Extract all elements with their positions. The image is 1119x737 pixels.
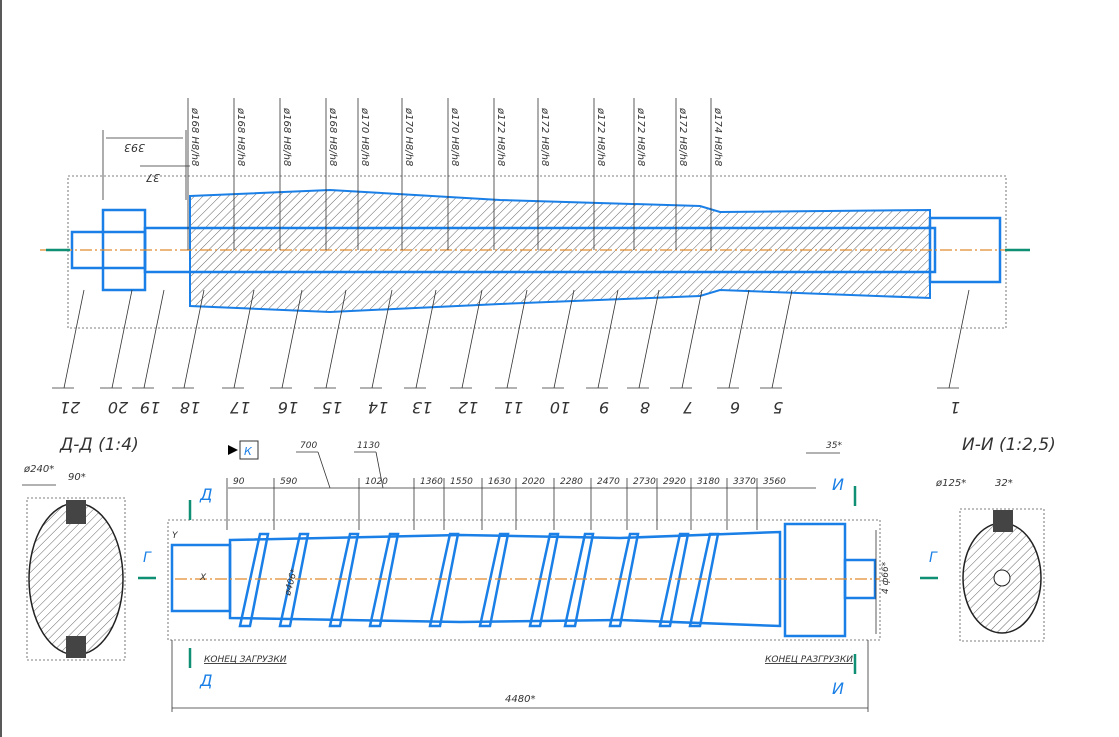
section-i-title: И-И (1:2,5): [962, 435, 1056, 455]
diameter-callout: ø168 H8/h8: [327, 107, 338, 166]
part-number: 15: [322, 398, 342, 417]
diameter-callout: ø168 H8/h8: [189, 107, 200, 166]
section-i-diameter: ø125*: [935, 478, 966, 489]
dimension-chain: 90 590 1020 1360 1550 1630 2020 2280 2470 2730 292…: [226, 477, 786, 530]
view-k-letter: К: [244, 445, 253, 458]
chain-dimension: 2920: [663, 477, 686, 487]
section-d-title: Д-Д (1:4): [59, 435, 139, 455]
axis-x-label: X: [199, 573, 207, 583]
screw-flight: [428, 532, 460, 628]
screw-flight: [368, 532, 400, 628]
section-g-marker-right: Г: [929, 550, 938, 566]
part-number: 11: [503, 398, 523, 417]
dim-1130: 1130: [357, 441, 380, 451]
dim-37: 37: [146, 171, 160, 184]
diameter-callout: ø168 H8/h8: [281, 107, 292, 166]
chain-dimension: 2280: [560, 477, 583, 487]
chain-dimension: 590: [280, 477, 297, 487]
part-number: 6: [730, 398, 740, 417]
part-number: 13: [412, 398, 432, 417]
chain-dimension: 1630: [488, 477, 511, 487]
part-number: 7: [682, 398, 693, 417]
chain-dimension: 90: [233, 477, 245, 487]
part-number: 16: [278, 398, 298, 417]
diameter-callout: ø172 H8/h8: [635, 107, 646, 166]
part-number: 5: [773, 398, 783, 417]
chain-dimension: 2730: [633, 477, 656, 487]
part-number: 19: [140, 398, 160, 417]
diameter-callout: ø172 H8/h8: [677, 107, 688, 166]
chain-dimension: 3180: [697, 477, 720, 487]
section-i-marker-top: И: [832, 475, 844, 494]
chain-dimension: 2470: [597, 477, 620, 487]
key-i: [993, 510, 1013, 532]
section-i-i: И-И (1:2,5) ø125* 32*: [920, 435, 1056, 642]
part-number: 12: [458, 398, 478, 417]
chain-dimension: 1020: [365, 477, 388, 487]
section-i-marker-bottom: И: [832, 679, 844, 698]
diameter-callout: ø170 H8/h8: [449, 107, 460, 166]
screw-flight: [658, 532, 690, 628]
chain-dimension: 1360: [420, 477, 443, 487]
hatched-shaft-sleeves: [189, 188, 931, 314]
screw-flights: [238, 532, 720, 628]
chain-dimension: 1550: [450, 477, 473, 487]
part-number: 18: [180, 398, 200, 417]
screw-flight: [528, 532, 560, 628]
part-number: 9: [599, 398, 609, 417]
screw-flight: [478, 532, 510, 628]
axis-y-label: Y: [172, 531, 179, 541]
part-number: 1: [950, 398, 960, 417]
part-number: 17: [229, 398, 250, 417]
key-top: [66, 500, 86, 524]
screw-flight: [688, 532, 720, 628]
chain-dimension: 3560: [763, 477, 786, 487]
section-d-marker-bottom: Д: [199, 671, 213, 690]
chain-dimension: 3370: [733, 477, 756, 487]
screw-flight: [608, 532, 640, 628]
diameter-callout: ø168 H8/h8: [235, 107, 246, 166]
section-d-key-width: 90*: [68, 472, 86, 483]
diameter-callout: ø172 H8/h8: [539, 107, 550, 166]
part-number-leaders: 21 20 19 18 17 16 15 14 13 12 11 10 9 8 7 6 5 1: [52, 289, 970, 417]
load-end-label: КОНЕЦ ЗАГРУЗКИ: [204, 655, 287, 665]
part-number: 8: [640, 398, 650, 417]
drive-end-hub: [783, 522, 847, 638]
section-i-key-width: 32*: [995, 478, 1013, 489]
unload-end-label: КОНЕЦ РАЗГРУЗКИ: [765, 655, 853, 665]
section-g-marker-left: Г: [143, 550, 152, 566]
top-view-boundary: [67, 175, 1007, 329]
key-bottom: [66, 636, 86, 658]
dim-393: 393: [124, 141, 145, 154]
dim-35: 35*: [826, 441, 842, 451]
section-d-diameter: ø240*: [23, 464, 54, 475]
screw-flight: [563, 532, 595, 628]
overall-length: 4480*: [505, 694, 535, 705]
screw-flight: [278, 532, 310, 628]
diameter-callout: ø172 H8/h8: [495, 107, 506, 166]
section-d-d: Д-Д (1:4) ø240* 90*: [22, 435, 139, 661]
view-k-marker: [239, 440, 259, 460]
diameter-callout: ø172 H8/h8: [595, 107, 606, 166]
part-number: 10: [550, 398, 570, 417]
diameter-callout: ø174 H8/h8: [712, 107, 723, 166]
screw-body: [228, 530, 782, 628]
end-diameter: 4 ф66*: [881, 561, 891, 594]
part-number: 20: [108, 398, 128, 417]
part-number: 14: [368, 398, 388, 417]
part-number: 21: [60, 398, 80, 417]
screw-flight: [238, 532, 270, 628]
diameter-callouts: ø168 H8/h8 ø168 H8/h8 ø168 H8/h8 ø168 H8/h8…: [187, 98, 723, 250]
diameter-callout: ø170 H8/h8: [403, 107, 414, 166]
section-d-marker-top: Д: [199, 485, 213, 504]
chain-dimension: 2020: [522, 477, 545, 487]
screw-flight: [328, 532, 360, 628]
front-view-boundary: [167, 519, 881, 641]
dim-700: 700: [300, 441, 317, 451]
diameter-callout: ø170 H8/h8: [359, 107, 370, 166]
section-d-circle: [28, 502, 124, 656]
